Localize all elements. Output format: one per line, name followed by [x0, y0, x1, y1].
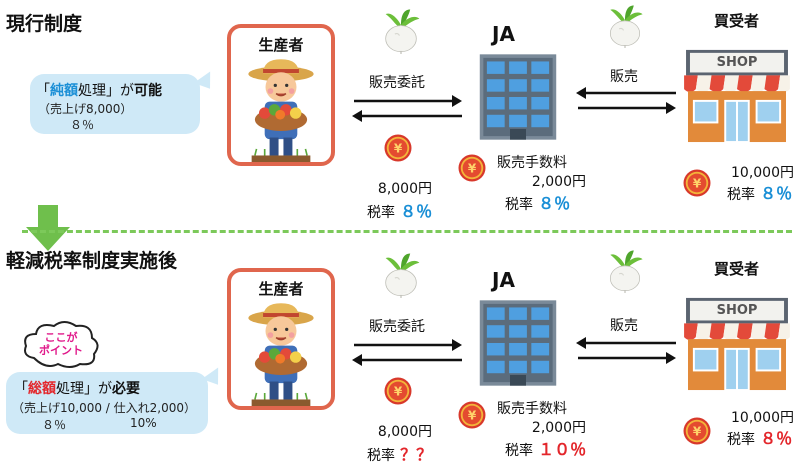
- bottom-turnip-left-icon: [378, 252, 424, 298]
- transition-down-arrow-icon: [26, 205, 70, 251]
- bottom-sale-arrows: [576, 337, 676, 364]
- top-turnip-right-icon: [603, 4, 647, 48]
- top-note-emphasis: 純額: [50, 83, 78, 99]
- bottom-buyer-rate-label: 税率: [727, 432, 755, 448]
- bottom-ja-rate: １０％: [538, 440, 587, 459]
- top-sale-label: 販売: [610, 69, 638, 85]
- top-sale-arrows: [576, 87, 676, 114]
- bottom-buyer-coin-icon: [682, 416, 712, 446]
- top-shop-sign: SHOP: [716, 55, 758, 70]
- bottom-farmer-illustration: [239, 300, 323, 406]
- bottom-ja-fee-label: 販売手数料: [497, 401, 567, 417]
- top-ja-coin-icon: [457, 153, 487, 183]
- bottom-ja-label: JA: [492, 268, 515, 292]
- bottom-ja-coin-icon: [457, 400, 487, 430]
- top-consignment-arrows: [352, 95, 462, 122]
- point-cloud-line2: ポイント: [39, 344, 83, 357]
- top-producer-label: 生産者: [258, 36, 304, 54]
- top-note-requirement: 可能: [134, 83, 162, 99]
- bottom-buyer-rate: ８％: [760, 429, 793, 448]
- top-producer-card: 生産者: [227, 24, 335, 166]
- bottom-note-sub: （売上げ10,000 / 仕入れ2,000）: [12, 401, 197, 415]
- point-cloud-line1: ここが: [44, 331, 78, 344]
- top-buyer-coin-icon: [682, 168, 712, 198]
- bottom-ja-rate-label: 税率: [505, 443, 533, 459]
- section-divider: [22, 230, 792, 233]
- top-buyer-rate: ８％: [760, 184, 793, 203]
- top-turnip-left-icon: [378, 8, 424, 54]
- top-shop-illustration: SHOP: [678, 46, 796, 144]
- bottom-note-rest: 処理」が: [56, 381, 112, 397]
- bottom-ja-building-icon: [478, 296, 558, 390]
- bottom-producer-card: 生産者: [227, 268, 335, 410]
- bottom-consignment-arrows: [352, 339, 462, 366]
- point-cloud-icon: [24, 321, 99, 368]
- top-consignment-label: 販売委託: [369, 75, 425, 91]
- top-note-rate: ８％: [70, 118, 95, 132]
- bottom-note-requirement: 必要: [112, 381, 140, 397]
- bottom-shop-illustration: SHOP: [678, 294, 796, 392]
- bottom-buyer-amount: 10,000円: [731, 410, 794, 426]
- top-buyer-label: 買受者: [714, 12, 760, 30]
- top-producer-rate: ８％: [400, 202, 433, 221]
- bottom-sale-label: 販売: [610, 318, 638, 334]
- top-buyer-amount: 10,000円: [731, 165, 794, 181]
- bottom-producer-rate: ？？: [400, 445, 433, 464]
- top-ja-rate: ８％: [538, 194, 571, 213]
- bottom-producer-amount: 8,000円: [377, 424, 432, 440]
- bottom-note-emphasis: 総額: [28, 381, 56, 397]
- bottom-note-rate1: ８％: [42, 418, 67, 432]
- top-ja-label: JA: [492, 22, 515, 46]
- top-ja-fee-label: 販売手数料: [497, 155, 567, 171]
- top-producer-rate-label: 税率: [367, 205, 395, 221]
- top-ja-fee-amount: 2,000円: [531, 174, 586, 190]
- top-ja-building-icon: [478, 50, 558, 144]
- top-note-bubble: 「純額処理」が可能 （売上げ8,000） ８％: [30, 74, 200, 134]
- after-reform-title: 軽減税率制度実施後: [6, 250, 178, 272]
- bottom-turnip-right-icon: [603, 249, 647, 293]
- top-producer-amount: 8,000円: [377, 181, 432, 197]
- bottom-producer-label: 生産者: [258, 280, 304, 298]
- bottom-note-bubble: 「総額処理」が必要 （売上げ10,000 / 仕入れ2,000） ８％ 10%: [6, 372, 208, 434]
- top-ja-rate-label: 税率: [505, 197, 533, 213]
- bottom-producer-rate-line: 税率 ？？: [367, 441, 432, 465]
- top-note-line: 「純額処理」が可能: [36, 80, 162, 100]
- bottom-buyer-rate-line: 税率 ８％: [727, 425, 792, 449]
- top-producer-coin-icon: [383, 133, 413, 163]
- top-note-open: 「: [36, 83, 50, 99]
- top-producer-rate-line: 税率 ８％: [367, 198, 432, 222]
- bottom-note-line: 「総額処理」が必要: [14, 378, 140, 398]
- bottom-shop-sign: SHOP: [716, 303, 758, 318]
- bottom-ja-fee-amount: 2,000円: [531, 420, 586, 436]
- point-cloud-text: ここが ポイント: [28, 331, 94, 357]
- bottom-buyer-label: 買受者: [714, 260, 760, 278]
- top-note-sub: （売上げ8,000）: [38, 102, 133, 116]
- top-buyer-rate-line: 税率 ８％: [727, 180, 792, 204]
- bottom-note-open: 「: [14, 381, 28, 397]
- top-ja-rate-line: 税率 ８％: [505, 190, 570, 214]
- bottom-producer-coin-icon: [383, 376, 413, 406]
- bottom-ja-rate-line: 税率 １０％: [505, 436, 586, 460]
- bottom-producer-rate-label: 税率: [367, 448, 395, 464]
- bottom-note-rate2: 10%: [130, 416, 157, 430]
- bottom-consignment-label: 販売委託: [369, 319, 425, 335]
- top-note-rest: 処理」が: [78, 83, 134, 99]
- top-farmer-illustration: [239, 56, 323, 162]
- top-buyer-rate-label: 税率: [727, 187, 755, 203]
- current-system-title: 現行制度: [6, 13, 83, 35]
